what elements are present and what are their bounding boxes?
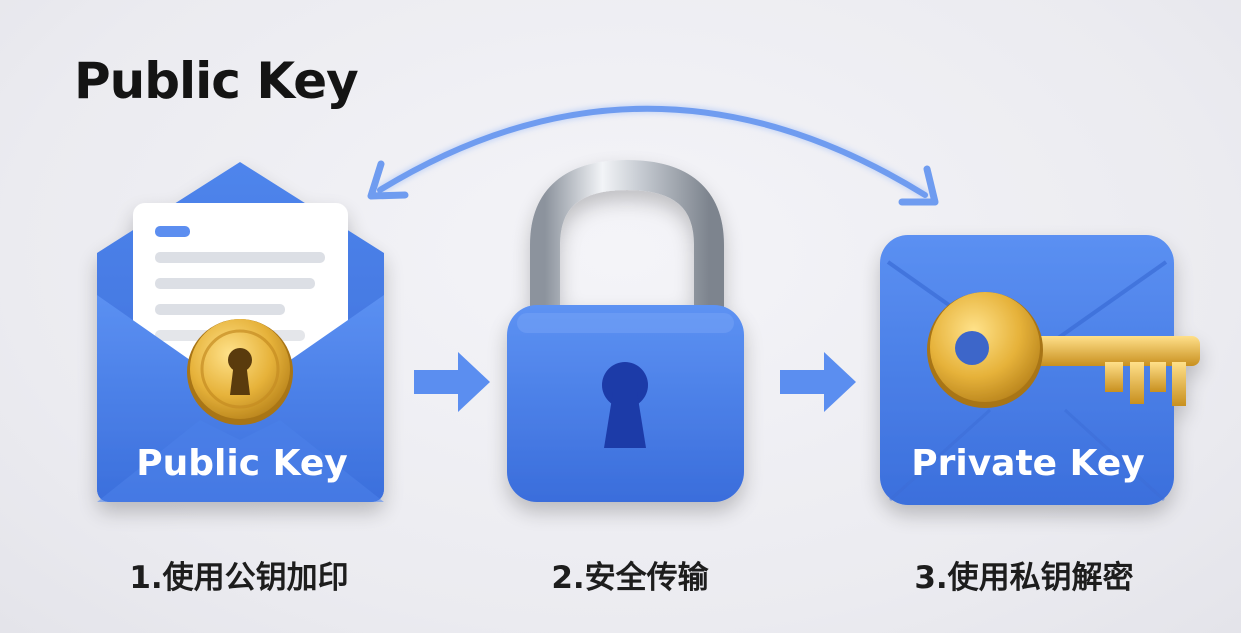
arrow-right-icon-1 [414, 352, 490, 412]
gold-key-icon [927, 292, 1200, 408]
envelope-left-label: Public Key [136, 443, 347, 484]
arrow-right-icon-2 [780, 352, 856, 412]
letter-document-icon [133, 203, 348, 393]
page-title: Public Key [74, 52, 359, 110]
padlock-icon [507, 159, 744, 502]
keyhole-seal-icon [187, 319, 293, 425]
step-3-label: 3.使用私钥解密 [914, 560, 1134, 596]
private-key-envelope [880, 235, 1200, 505]
envelope-right-label: Private Key [911, 443, 1145, 484]
step-1-label: 1.使用公钥加印 [129, 560, 349, 596]
keyhole-icon [602, 362, 648, 448]
public-key-envelope [97, 162, 384, 502]
exchange-arrow-icon [367, 104, 939, 206]
step-2-label: 2.安全传输 [551, 560, 709, 596]
